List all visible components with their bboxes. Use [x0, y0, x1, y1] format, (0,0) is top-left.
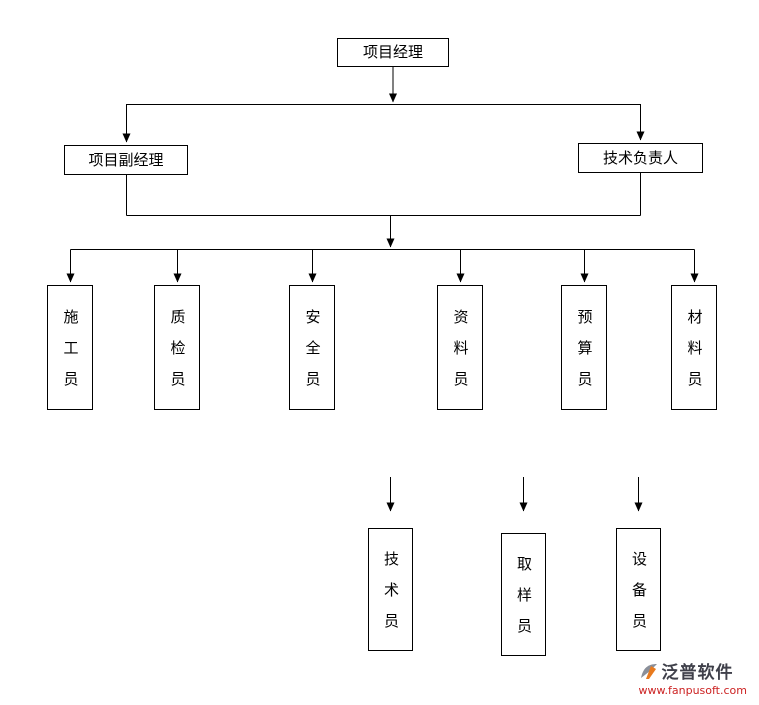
org-node-label: 项目副经理	[88, 150, 164, 169]
org-node-equipment-officer: 设备员	[616, 528, 661, 651]
fanpu-watermark: 泛普软件 www.fanpusoft.com	[639, 658, 747, 697]
connectors	[66, 67, 699, 512]
org-node-material-officer: 材料员	[671, 285, 717, 410]
org-node-label: 施工员	[61, 309, 80, 402]
org-node-label: 技术员	[382, 551, 400, 644]
brand-url: www.fanpusoft.com	[638, 684, 747, 697]
org-node-quality-inspector: 质检员	[154, 285, 200, 410]
org-node-project-manager: 项目经理	[337, 38, 449, 67]
fanpu-logo-icon	[639, 661, 659, 681]
org-node-document-clerk: 资料员	[437, 285, 483, 410]
org-node-sampler: 取样员	[501, 533, 546, 656]
org-node-label: 项目经理	[362, 43, 423, 61]
org-node-label: 安全员	[303, 309, 322, 402]
org-node-label: 资料员	[451, 309, 470, 402]
org-node-construction-worker: 施工员	[47, 285, 93, 410]
org-node-label: 材料员	[685, 309, 704, 402]
org-node-technician: 技术员	[368, 528, 413, 651]
org-node-label: 预算员	[575, 309, 594, 402]
org-node-label: 取样员	[515, 556, 533, 649]
org-node-budget-officer: 预算员	[561, 285, 607, 410]
org-node-label: 技术负责人	[602, 148, 678, 167]
org-node-label: 质检员	[168, 309, 187, 402]
org-node-label: 设备员	[630, 551, 648, 644]
org-node-technical-director: 技术负责人	[578, 143, 703, 173]
org-node-safety-officer: 安全员	[289, 285, 335, 410]
org-node-deputy-project-manager: 项目副经理	[64, 145, 188, 175]
brand-name: 泛普软件	[661, 663, 734, 683]
